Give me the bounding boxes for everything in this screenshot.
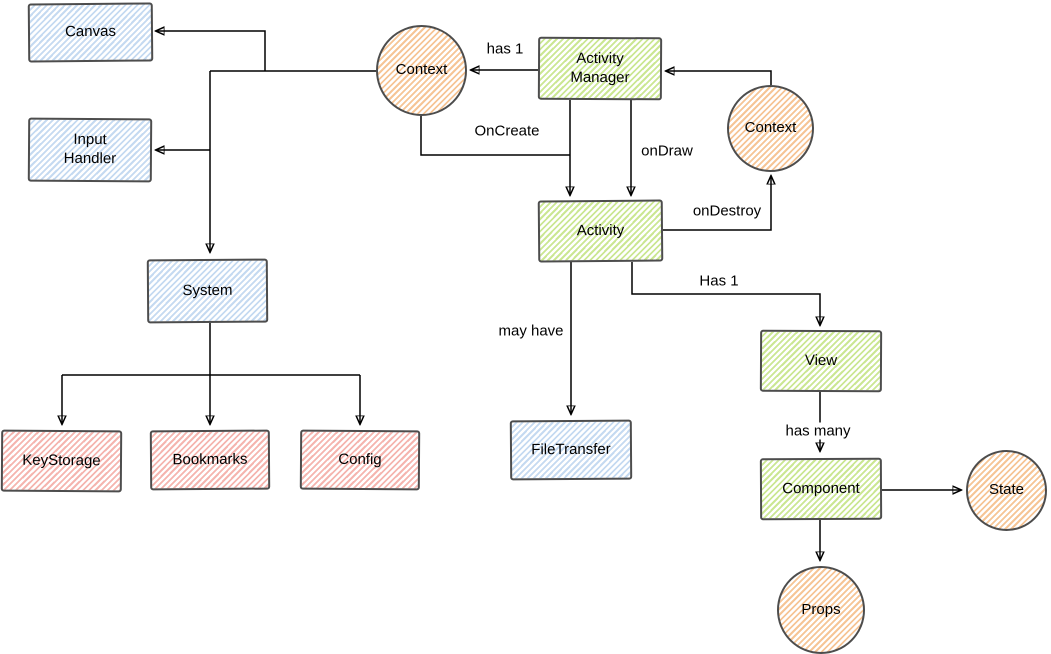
node-bookmarks[interactable]: Bookmarks [149,429,271,491]
node-context-left-label: Context [395,61,448,79]
edge-context2-activitymanager [666,71,772,85]
edge-label-has-1-right: Has 1 [696,272,742,290]
node-state-label: State [988,481,1025,499]
node-system-label: System [182,281,233,299]
node-view[interactable]: View [759,329,883,393]
node-state[interactable]: State [966,450,1047,531]
edge-activity-view-has1 [631,262,820,325]
edge-label-has-1-left: has 1 [483,40,527,58]
node-keystorage-label: KeyStorage [22,451,101,469]
node-activity-manager[interactable]: Activity Manager [537,36,663,101]
edge-label-ondestroy: onDestroy [689,202,765,220]
edge-activity-context2-ondestroy [662,176,771,231]
node-filetransfer[interactable]: FileTransfer [509,419,633,481]
node-view-label: View [804,351,838,369]
edge-label-ondraw: onDraw [638,142,696,160]
node-input-handler[interactable]: Input Handler [27,117,153,183]
node-system[interactable]: System [146,258,269,324]
node-context-left[interactable]: Context [376,25,467,116]
edge-to-canvas [156,31,266,71]
node-canvas-label: Canvas [64,22,116,41]
node-canvas[interactable]: Canvas [27,2,154,63]
edge-label-has-many: has many [782,422,854,440]
node-props[interactable]: Props [777,566,865,654]
node-filetransfer-label: FileTransfer [531,440,611,458]
node-component[interactable]: Component [759,457,883,521]
edge-label-may-have: may have [495,322,567,340]
node-input-handler-label: Input Handler [63,131,117,168]
edge-label-oncreate: OnCreate [471,122,543,140]
node-activity-manager-label: Activity Manager [570,49,630,86]
node-props-label: Props [801,600,841,618]
node-config-label: Config [338,450,382,468]
node-bookmarks-label: Bookmarks [172,450,248,468]
node-context-right-label: Context [744,119,797,137]
node-keystorage[interactable]: KeyStorage [0,429,123,493]
edge-context-oncreate [420,116,570,156]
node-component-label: Component [782,479,860,497]
node-context-right[interactable]: Context [727,85,814,172]
node-config[interactable]: Config [299,429,421,491]
node-activity[interactable]: Activity [537,199,664,263]
node-activity-label: Activity [576,221,625,239]
